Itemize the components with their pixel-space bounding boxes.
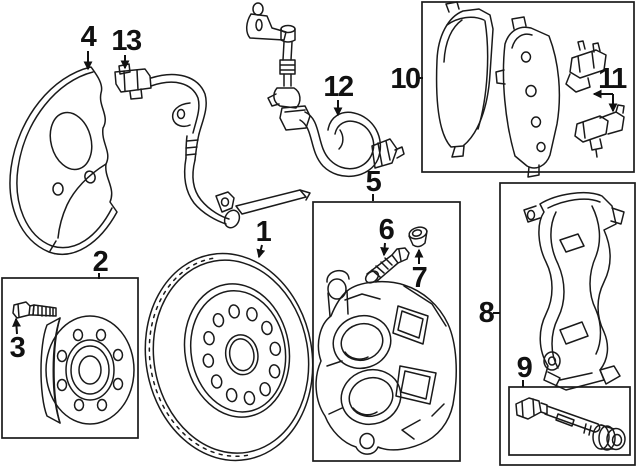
callout-3[interactable]: 3 xyxy=(10,317,28,364)
abs-harness-drawing xyxy=(246,2,405,178)
brake-pad-outer-drawing xyxy=(435,1,494,158)
callout-8[interactable]: 8 xyxy=(479,297,500,329)
callout-9-label[interactable]: 9 xyxy=(517,352,535,384)
callout-3-label[interactable]: 3 xyxy=(10,332,28,364)
brake-rotor-drawing xyxy=(144,252,314,462)
callout-7-label[interactable]: 7 xyxy=(412,262,429,294)
callout-10-label[interactable]: 10 xyxy=(390,63,421,95)
abs-sensor-drawing xyxy=(114,63,311,229)
callout-2-label[interactable]: 2 xyxy=(93,246,110,278)
guide-pin-drawing xyxy=(515,397,601,436)
callout-7[interactable]: 7 xyxy=(412,248,429,294)
callout-8-label[interactable]: 8 xyxy=(479,297,497,329)
callout-13-label[interactable]: 13 xyxy=(111,25,143,57)
hub-bolt-drawing xyxy=(12,301,57,319)
brake-pad-inner-drawing xyxy=(495,16,561,178)
callout-13[interactable]: 13 xyxy=(111,25,143,70)
pad-clip-upper-drawing xyxy=(565,40,607,93)
caliper-bracket-drawing xyxy=(523,191,625,391)
caliper-bracket-box xyxy=(499,182,636,466)
bleeder-cap-drawing xyxy=(408,226,428,248)
callout-11-label[interactable]: 11 xyxy=(598,63,629,95)
callout-9[interactable]: 9 xyxy=(517,352,535,387)
callout-4-label[interactable]: 4 xyxy=(81,21,99,53)
caliper-box xyxy=(312,201,461,462)
callout-2[interactable]: 2 xyxy=(93,246,110,279)
pad-clip-lower-drawing xyxy=(574,104,625,158)
bleeder-screw-drawing xyxy=(364,247,410,284)
callout-12[interactable]: 12 xyxy=(323,71,354,117)
callout-6[interactable]: 6 xyxy=(379,214,397,257)
callout-5-label[interactable]: 5 xyxy=(366,166,384,198)
callout-12-label[interactable]: 12 xyxy=(323,71,354,103)
guide-pin-boot-drawing xyxy=(592,424,626,451)
hub-assembly-drawing xyxy=(40,315,135,425)
guide-pin-box xyxy=(508,386,631,456)
callout-11[interactable]: 11 xyxy=(592,63,629,113)
callout-6-label[interactable]: 6 xyxy=(379,214,397,246)
callout-1-label[interactable]: 1 xyxy=(256,216,274,248)
splash-shield-drawing xyxy=(9,66,118,256)
callout-10[interactable]: 10 xyxy=(390,63,423,95)
callout-4[interactable]: 4 xyxy=(81,21,99,71)
callout-1[interactable]: 1 xyxy=(256,216,274,259)
brake-caliper-drawing xyxy=(315,270,457,455)
hub-assembly-box xyxy=(1,277,139,439)
callout-5[interactable]: 5 xyxy=(366,166,384,201)
